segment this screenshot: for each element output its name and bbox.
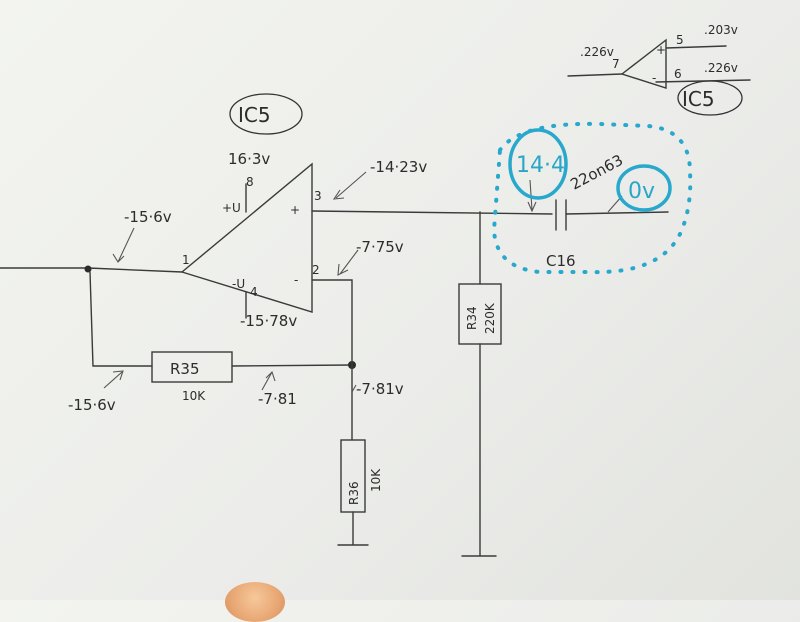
opamp-triangle (180, 162, 313, 313)
ref-pin6: 6 (674, 67, 682, 81)
r34-ground-wire (461, 343, 497, 557)
minus-in-label: - (294, 273, 298, 287)
input-junction (84, 265, 92, 273)
arrow-circled-left (527, 179, 537, 213)
pin2-wire (311, 279, 353, 441)
pin3-wire (311, 210, 553, 215)
ref-opamp-triangle (620, 38, 667, 89)
ref-v6: .226v (704, 61, 738, 75)
pin2-label: 2 (312, 263, 320, 277)
r35-resistor (151, 351, 233, 383)
v-input: -15·6v (124, 208, 172, 226)
ref-pin5: 5 (676, 33, 684, 47)
plus-u-label: +U (222, 201, 241, 215)
minus-u-label: -U (232, 277, 245, 291)
pin3-label: 3 (314, 189, 322, 203)
arrow-node (351, 384, 357, 393)
arrow-feedback (103, 370, 124, 389)
c16-plates (555, 199, 567, 231)
r35-label: R35 (170, 360, 200, 378)
r34-value: 220K (483, 302, 497, 334)
pin1-label: 1 (182, 253, 190, 267)
c16-right-wire (565, 211, 669, 215)
pin4-label: 4 (250, 285, 258, 299)
ref-v5: .203v (704, 23, 738, 37)
r36-label: R36 (347, 481, 361, 505)
blue-dotted-outline (491, 121, 693, 275)
plus-in-label: + (290, 203, 300, 217)
arrow-input (112, 227, 135, 263)
ic5-ref-label: IC5 (682, 87, 715, 111)
ref-opamp-out (567, 73, 623, 77)
ic5-main-circle (229, 93, 303, 135)
blue-circle-left (508, 128, 568, 200)
ref-minus: - (652, 71, 656, 85)
finger-edge (225, 582, 285, 622)
r35-right-wire (231, 364, 353, 367)
v-node: -7·81v (356, 380, 404, 398)
ref-plus: + (656, 43, 666, 57)
v-r35-right: -7·81 (258, 390, 297, 408)
c16-label: C16 (546, 252, 576, 270)
r36-value: 10K (369, 468, 383, 492)
ref-pin7: 7 (612, 57, 620, 71)
v-pin3: -14·23v (370, 158, 427, 176)
ic5-main-label: IC5 (238, 103, 271, 127)
v-supply-neg: -15·78v (240, 312, 297, 330)
circled-left-note: 14·4 (516, 153, 565, 178)
ref-opamp-pin6 (655, 79, 751, 83)
schematic-sheet: IC5 IC5 1 2 3 4 8 +U -U + - 16·3v -15·6v… (0, 23, 751, 557)
arrow-pin2 (337, 249, 359, 276)
arrow-pin3 (332, 171, 367, 200)
ref-opamp-pin5 (665, 45, 727, 49)
feedback-left-wire (89, 271, 153, 367)
circled-right-note: 0v (628, 179, 655, 204)
r34-label: R34 (465, 306, 479, 330)
ref-v7: .226v (580, 45, 614, 59)
blue-circle-right (616, 164, 672, 212)
v-feedback-left: -15·6v (68, 396, 116, 414)
pin8-label: 8 (246, 175, 254, 189)
v-supply-pos: 16·3v (228, 150, 270, 168)
r36-ground-wire (337, 511, 369, 546)
arrow-r35-right (261, 370, 276, 391)
r35-value: 10K (182, 389, 206, 403)
v-pin2: -7·75v (356, 238, 404, 256)
